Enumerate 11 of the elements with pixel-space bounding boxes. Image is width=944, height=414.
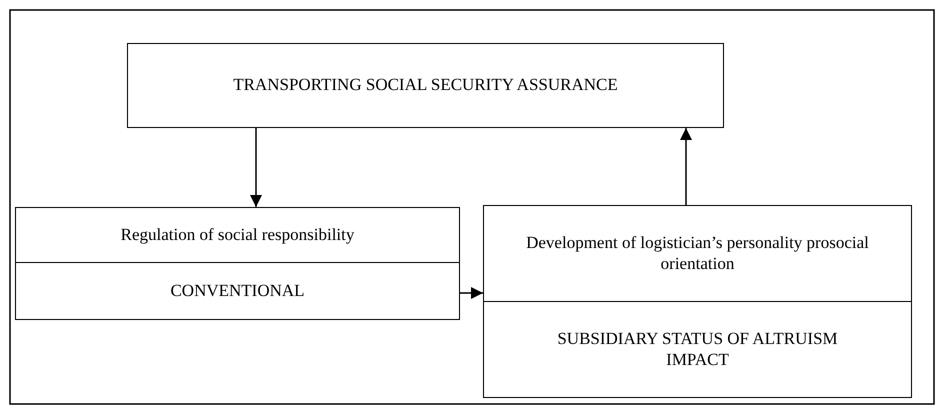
box-subtitle: CONVENTIONAL [16, 262, 459, 319]
process-box [483, 205, 912, 398]
box-subtitle: SUBSIDIARY STATUS OF ALTRUISM IMPACT [484, 301, 911, 397]
arrow [250, 128, 262, 207]
arrow [680, 128, 692, 205]
box-heading: Regulation of social responsibility [120, 224, 356, 246]
box-heading: Development of logistician’s personality prosocial orientation [525, 232, 870, 275]
process-box [15, 207, 460, 320]
box-label: TRANSPORTING SOCIAL SECURITY ASSURANCE [232, 74, 619, 96]
arrow [460, 287, 483, 299]
process-box [127, 43, 724, 128]
